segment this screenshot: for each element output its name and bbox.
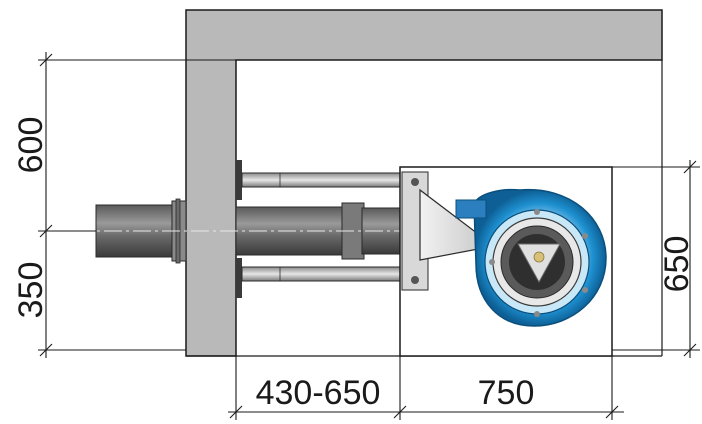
dim-350: 350 — [12, 262, 50, 319]
support-rail-bottom — [241, 266, 413, 282]
burner-unit — [399, 166, 613, 357]
dimension-lines — [38, 52, 700, 420]
fan-volute — [455, 188, 607, 327]
dim-650: 650 — [658, 236, 696, 293]
wall-left — [186, 10, 236, 356]
fan-hub — [533, 251, 545, 263]
fan-hub-plate — [517, 243, 561, 284]
dim-430-650: 430-650 — [256, 374, 381, 412]
support-rail-top — [241, 172, 413, 188]
wall — [185, 9, 663, 357]
wall-top — [186, 10, 662, 60]
wall-bracket-top — [236, 160, 242, 200]
fan-outlet — [455, 199, 487, 219]
dim-750: 750 — [478, 374, 535, 412]
flue-pipe — [46, 160, 500, 298]
wall-bracket-bottom — [236, 258, 242, 298]
dim-600: 600 — [12, 117, 50, 174]
